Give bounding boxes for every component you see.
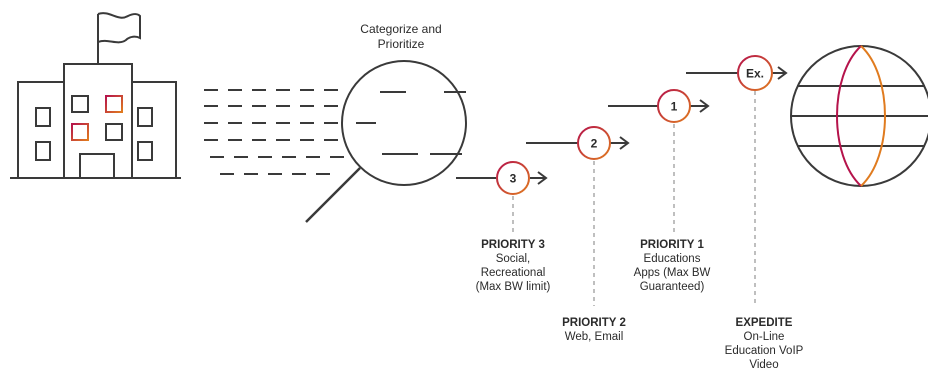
dotted-leaders bbox=[512, 91, 756, 306]
expedite-desc-1: On-Line bbox=[743, 331, 785, 343]
magnifier-icon bbox=[305, 60, 467, 223]
priority-3-desc-3: (Max BW limit) bbox=[475, 281, 551, 293]
traffic-lines bbox=[204, 89, 354, 175]
expedite-label: EXPEDITE On-Line Education VoIP Video bbox=[714, 316, 814, 372]
svg-text:Ex.: Ex. bbox=[746, 67, 764, 81]
priority-1-desc-1: Educations bbox=[643, 253, 701, 265]
priority-1-desc-3: Guaranteed) bbox=[639, 281, 705, 293]
expedite-badge: Ex. bbox=[737, 55, 773, 91]
priority-3-badge: 3 bbox=[496, 161, 530, 195]
priority-flow-path bbox=[456, 66, 788, 185]
categorize-label-line-1: Categorize and bbox=[360, 22, 442, 36]
priority-3-desc-2: Recreational bbox=[480, 267, 546, 279]
expedite-desc-2: Education VoIP bbox=[724, 345, 804, 357]
priority-3-title: PRIORITY 3 bbox=[481, 239, 545, 251]
priority-1-title: PRIORITY 1 bbox=[640, 239, 704, 251]
school-building-icon bbox=[10, 12, 181, 179]
priority-3-label: PRIORITY 3 Social, Recreational (Max BW … bbox=[462, 238, 564, 294]
svg-text:1: 1 bbox=[671, 100, 678, 114]
priority-3-desc-1: Social, bbox=[495, 253, 531, 265]
svg-text:3: 3 bbox=[510, 172, 517, 186]
expedite-title: EXPEDITE bbox=[735, 317, 793, 329]
categorize-label-line-2: Prioritize bbox=[377, 37, 425, 51]
priority-2-badge: 2 bbox=[577, 126, 611, 160]
svg-text:2: 2 bbox=[591, 137, 598, 151]
priority-1-desc-2: Apps (Max BW bbox=[633, 267, 711, 279]
expedite-desc-3: Video bbox=[749, 359, 779, 371]
priority-2-title: PRIORITY 2 bbox=[562, 317, 626, 329]
categorize-label: Categorize and Prioritize bbox=[340, 22, 462, 52]
priority-1-label: PRIORITY 1 Educations Apps (Max BW Guara… bbox=[620, 238, 724, 294]
globe-icon bbox=[790, 45, 928, 187]
priority-2-desc-1: Web, Email bbox=[564, 331, 624, 343]
priority-1-badge: 1 bbox=[657, 89, 691, 123]
priority-2-label: PRIORITY 2 Web, Email bbox=[544, 316, 644, 344]
